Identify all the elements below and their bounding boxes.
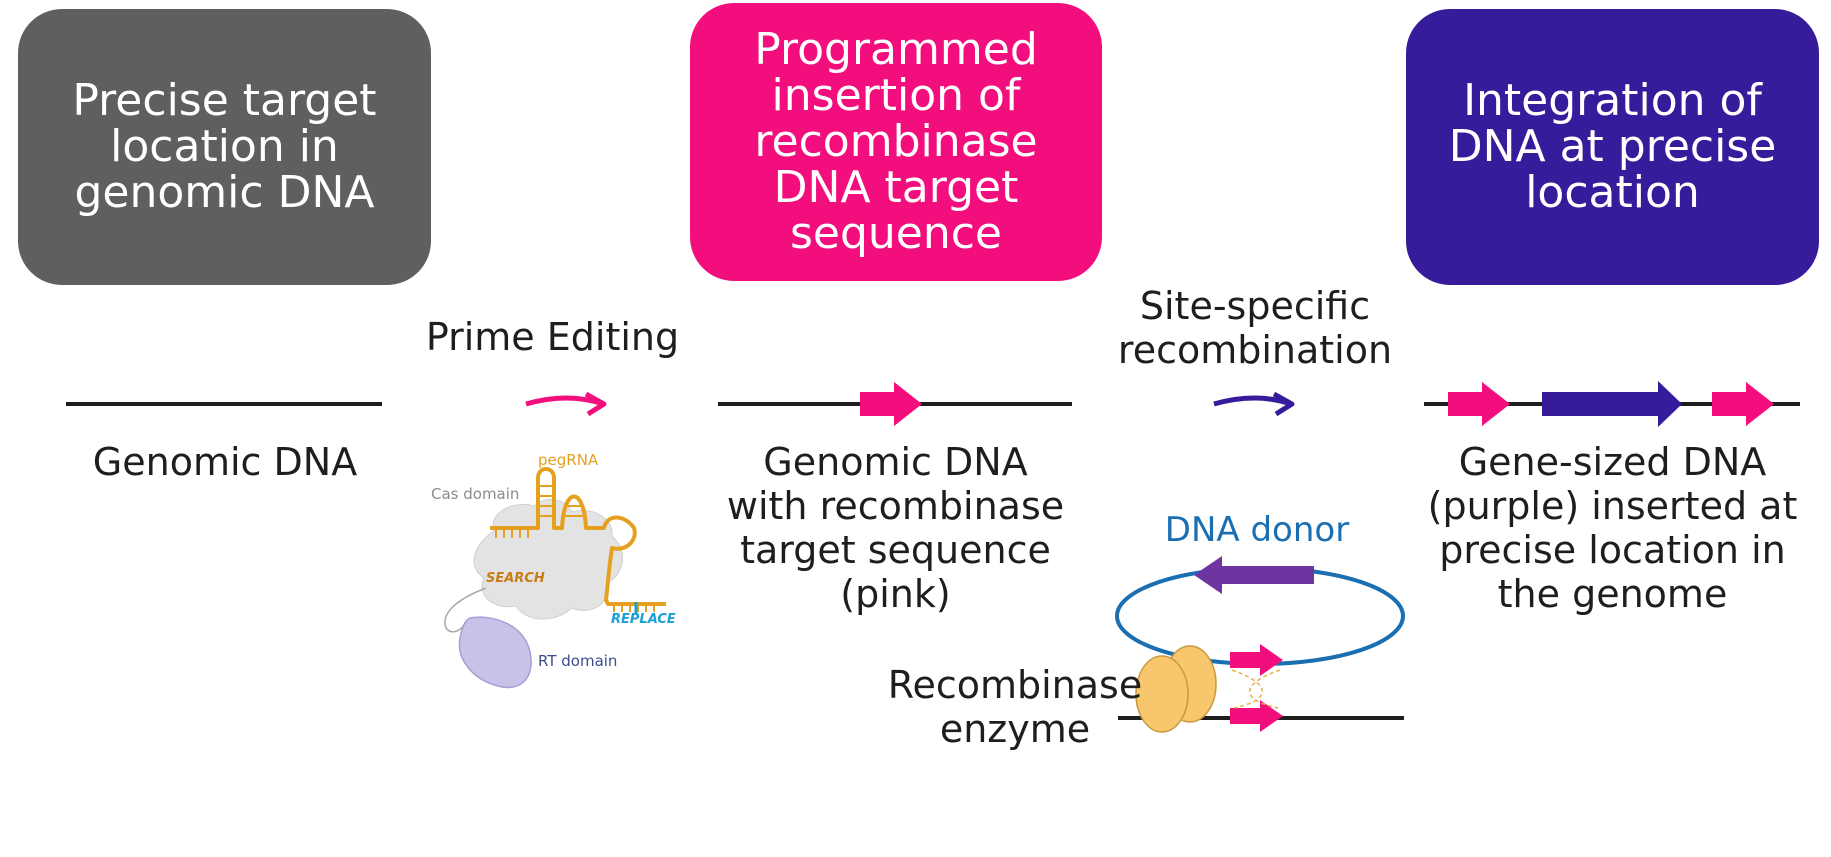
prime-editor-illustration <box>444 467 666 689</box>
dna-integration-box: Integration of DNA at precise location <box>1406 9 1819 285</box>
site-specific-recombination-label: Site-specific recombination <box>1117 284 1393 372</box>
right-target-arrow <box>1712 382 1774 426</box>
linker-icon <box>444 587 487 633</box>
rt-domain-icon <box>458 616 532 689</box>
donor-target-arrow <box>1230 644 1283 676</box>
prime-editing-label: Prime Editing <box>425 315 680 359</box>
dna-donor-label: DNA donor <box>1164 510 1350 550</box>
replace-label: REPLACE <box>611 612 676 627</box>
pegrna-label: pegRNA <box>538 451 599 469</box>
recombinase-enzyme-icon-front <box>1135 655 1189 733</box>
genomic-dna-caption: Genomic DNA <box>92 440 358 484</box>
inserted-gene-arrow <box>1542 381 1682 427</box>
cas-domain-icon <box>473 498 623 620</box>
curved-purple-arrow-icon <box>1213 391 1295 417</box>
cas-domain-label: Cas domain <box>431 485 520 503</box>
recombinase-target-arrow <box>860 382 922 426</box>
target-sequence-caption: Genomic DNA with recombinase target sequ… <box>726 440 1065 616</box>
genome-target-arrow <box>1230 700 1283 732</box>
donor-gene-arrow <box>1194 556 1314 594</box>
inserted-gene-caption: Gene-sized DNA (purple) inserted at prec… <box>1427 440 1798 616</box>
recombination-illustration <box>1115 556 1405 733</box>
recombinase-insertion-box: Programmed insertion of recombinase DNA … <box>690 3 1102 281</box>
target-location-box: Precise target location in genomic DNA <box>18 9 431 285</box>
pegrna-icon <box>490 467 666 606</box>
left-target-arrow <box>1448 382 1510 426</box>
curved-pink-arrow-icon <box>525 391 607 417</box>
rt-domain-label: RT domain <box>538 652 618 670</box>
search-label: SEARCH <box>486 571 545 586</box>
recombinase-enzyme-label: Recombinase enzyme <box>887 663 1143 751</box>
